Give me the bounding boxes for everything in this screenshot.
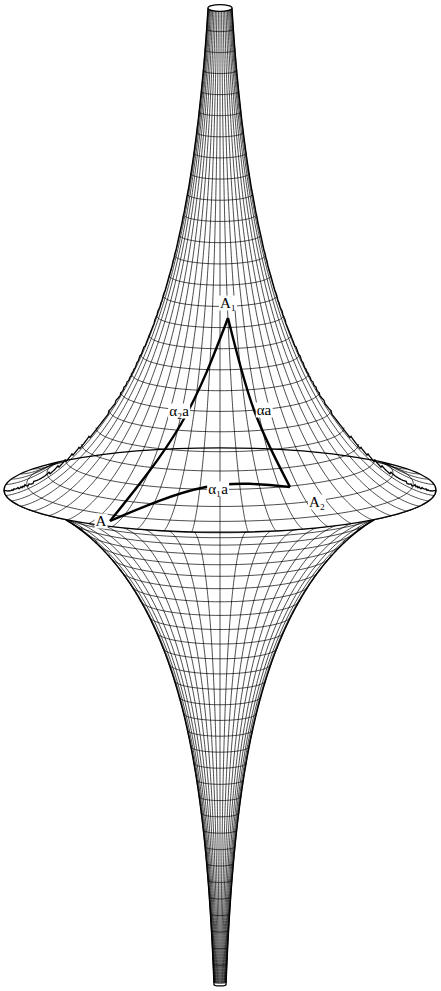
triangle-side: [110, 484, 290, 521]
meridian-line: [222, 528, 302, 983]
parallel-line: [179, 697, 261, 705]
parallel-line: [121, 569, 319, 588]
side-label: α₁a: [207, 482, 229, 497]
parallel-line: [201, 91, 238, 95]
parallel-line: [191, 173, 249, 179]
meridian-line: [229, 10, 373, 520]
parallel-line: [197, 780, 244, 785]
parallel-line: [187, 194, 252, 200]
side-label: α₂a: [168, 404, 190, 419]
parallel-line: [156, 632, 283, 644]
parallel-line: [201, 813, 238, 817]
parallel-line: [141, 600, 300, 615]
meridian-line: [222, 11, 249, 532]
parallel-line: [169, 275, 271, 285]
meridian-line: [226, 506, 420, 983]
upper-surface: [4, 5, 436, 532]
parallel-line: [194, 153, 246, 158]
triangle-side: [228, 318, 290, 487]
parallel-line: [199, 112, 241, 116]
parallel-line: [205, 50, 235, 53]
lower-surface: [4, 490, 436, 986]
parallel-line: [212, 947, 227, 949]
parallel-line: [121, 392, 319, 411]
triangle-side: [110, 318, 228, 521]
parallel-line: [156, 315, 283, 327]
parallel-line: [109, 555, 331, 577]
parallel-line: [179, 235, 261, 243]
parallel-line: [96, 541, 344, 565]
meridian-line: [6, 9, 208, 496]
meridian-line: [20, 9, 208, 506]
parallel-line: [174, 255, 265, 264]
parallel-line: [169, 664, 271, 674]
meridian-line: [224, 523, 352, 983]
meridian-line: [224, 520, 372, 984]
parallel-line: [163, 648, 277, 659]
parallel-line: [174, 680, 265, 689]
parallel-line: [191, 746, 249, 752]
vertex-label: A: [95, 514, 108, 529]
parallel-line: [207, 29, 234, 32]
geodesic-triangle: [110, 318, 290, 521]
parallel-line: [205, 847, 235, 850]
parallel-line: [213, 964, 227, 965]
meridian-line: [227, 10, 351, 523]
meridian-line: [223, 526, 328, 983]
meridian-line: [89, 10, 213, 523]
meridian-line: [49, 10, 211, 516]
parallel-line: [203, 70, 237, 73]
parallel-line: [187, 730, 252, 736]
parallel-line: [183, 713, 256, 720]
parallel-line: [207, 863, 234, 866]
vertex-label: A₂: [308, 495, 326, 510]
meridian-line: [220, 11, 221, 532]
parallel-line: [203, 830, 237, 833]
meridian-line: [6, 495, 214, 982]
upper-surface-fill: [4, 9, 436, 532]
lower-surface-fill: [4, 490, 436, 986]
parallel-line: [208, 880, 232, 882]
meridian-line: [225, 511, 407, 983]
lower-silhouette: [4, 490, 436, 986]
meridian-line: [11, 501, 214, 983]
meridian-line: [20, 506, 214, 983]
meridian-line: [223, 11, 276, 531]
rim-outline: [4, 448, 436, 532]
meridian-line: [226, 501, 429, 983]
meridian-line: [67, 10, 211, 520]
parallel-line: [199, 796, 241, 800]
parallel-line: [210, 914, 229, 916]
parallel-line: [194, 763, 246, 768]
parallel-line: [141, 354, 300, 369]
parallel-line: [209, 897, 231, 899]
parallel-line: [183, 214, 256, 221]
top-cap: [208, 5, 232, 12]
parallel-line: [149, 616, 291, 630]
parallel-line: [109, 410, 331, 432]
meridian-line: [230, 10, 392, 516]
parallel-line: [131, 584, 309, 601]
meridian-line: [33, 511, 215, 983]
meridian-line: [232, 9, 434, 496]
meridian-line: [221, 531, 248, 983]
meridian-line: [226, 495, 434, 982]
vertex-label: A₁: [219, 296, 237, 311]
upper-silhouette: [4, 9, 436, 491]
parallel-line: [197, 132, 244, 137]
parallel-line: [131, 373, 309, 390]
side-label: αa: [256, 403, 273, 418]
parallel-line: [211, 930, 228, 932]
